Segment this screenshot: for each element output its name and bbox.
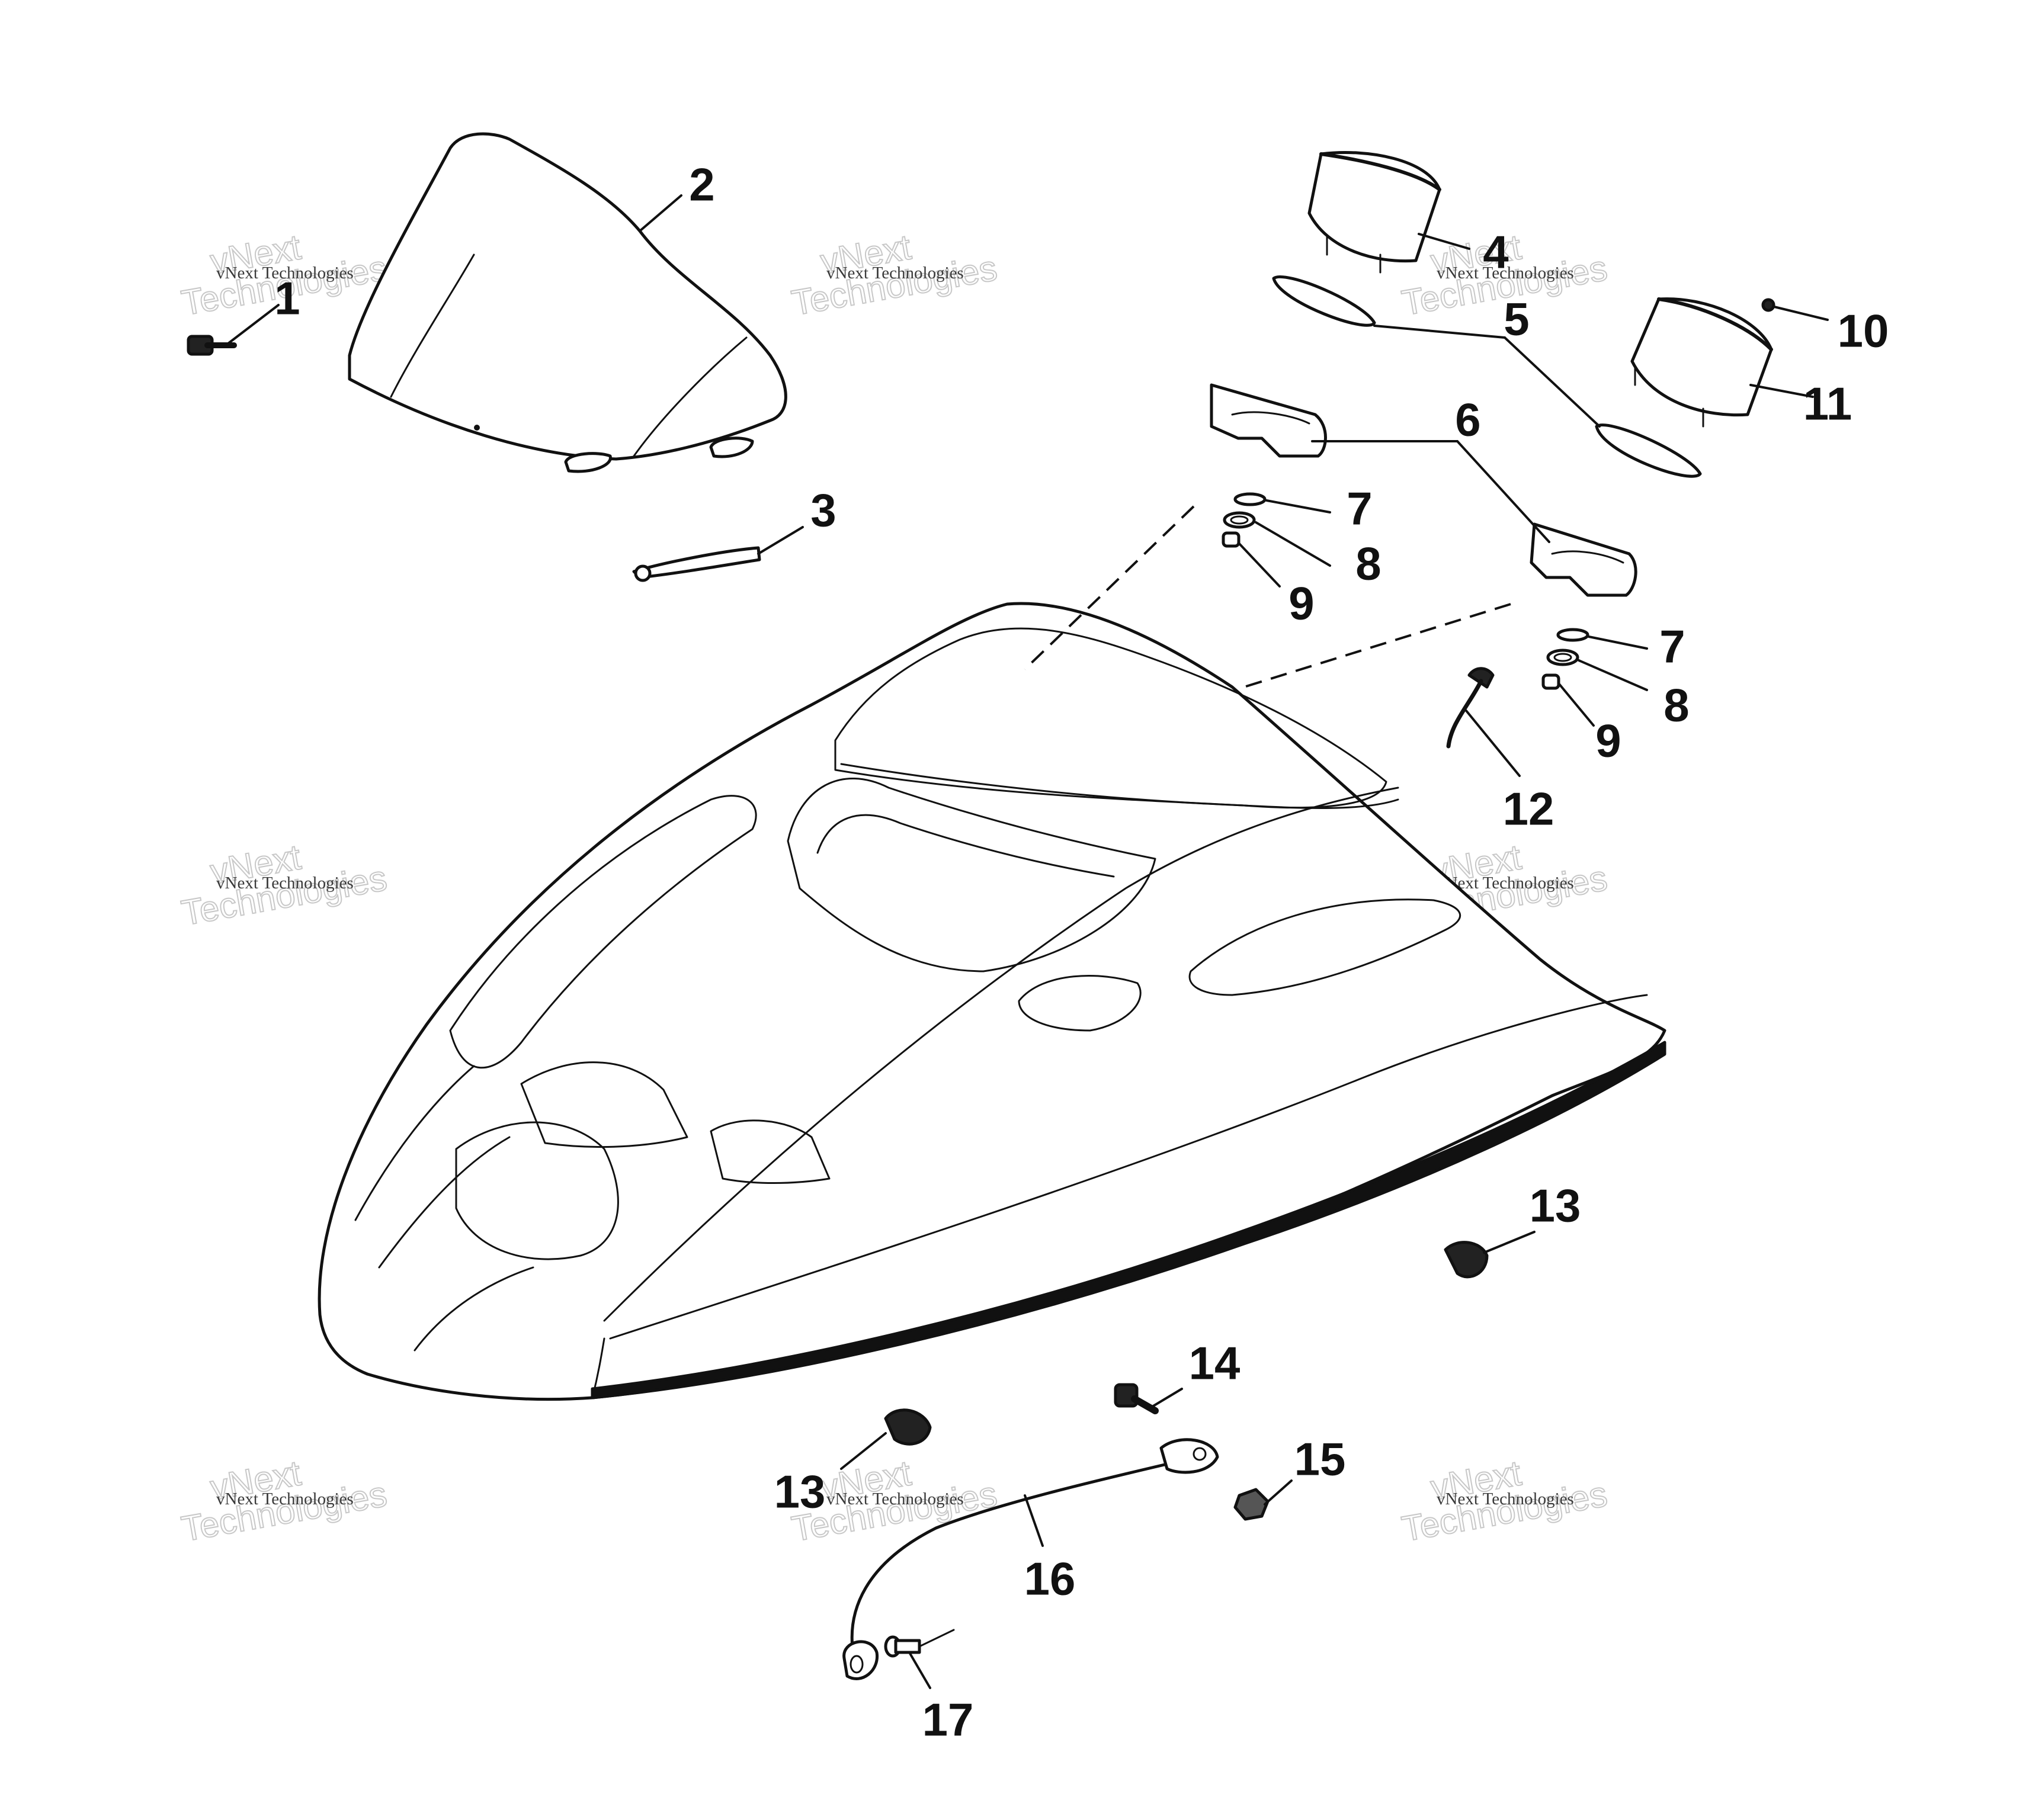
callout-6: 6 bbox=[1455, 394, 1480, 446]
part-14-bolt bbox=[1114, 1383, 1159, 1414]
part-5-ring-right bbox=[1595, 423, 1702, 478]
part-8-spring-right bbox=[1546, 649, 1579, 666]
part-8-spring-left bbox=[1223, 511, 1256, 529]
part-9-nut-left bbox=[1222, 531, 1241, 548]
callout-13: 13 bbox=[1530, 1180, 1581, 1232]
watermark-small: vNext Technologies bbox=[1437, 264, 1574, 283]
callout-8: 8 bbox=[1663, 679, 1689, 731]
part-6-mount-left bbox=[1210, 383, 1327, 458]
callout-17: 17 bbox=[922, 1694, 974, 1746]
callout-9: 9 bbox=[1595, 715, 1621, 767]
part-7-washer-left bbox=[1233, 492, 1267, 506]
callout-3: 3 bbox=[810, 484, 836, 537]
watermark-small: vNext Technologies bbox=[1437, 1490, 1574, 1508]
callout-4: 4 bbox=[1483, 226, 1508, 278]
part-13-clip-right bbox=[1444, 1241, 1489, 1279]
watermark: vNext Technologies vNext Technologies bbox=[178, 836, 390, 933]
callout-15: 15 bbox=[1294, 1433, 1346, 1485]
callout-7: 7 bbox=[1347, 483, 1372, 535]
assembly-lines bbox=[1024, 505, 1511, 688]
callout-13: 13 bbox=[774, 1466, 826, 1518]
part-6-mount-right bbox=[1530, 522, 1637, 597]
callout-7: 7 bbox=[1659, 621, 1685, 673]
callout-10: 10 bbox=[1838, 305, 1889, 357]
watermark: vNext Technologies vNext Technologies bbox=[788, 226, 1001, 323]
part-15-nut bbox=[1233, 1488, 1270, 1521]
callout-14: 14 bbox=[1189, 1337, 1241, 1389]
watermark-small: vNext Technologies bbox=[216, 1490, 354, 1508]
callout-5: 5 bbox=[1504, 293, 1529, 345]
part-13-clip-left bbox=[884, 1408, 932, 1446]
callout-12: 12 bbox=[1503, 783, 1554, 835]
callout-1: 1 bbox=[274, 272, 300, 325]
part-3-strap bbox=[632, 546, 761, 582]
part-9-nut-right bbox=[1541, 673, 1560, 690]
part-12-sensor bbox=[1446, 667, 1495, 749]
part-7-washer-right bbox=[1556, 628, 1589, 642]
part-11-gauge bbox=[1630, 297, 1773, 428]
watermark: vNext Technologies vNext Technologies bbox=[178, 1452, 390, 1549]
watermark-small: vNext Technologies bbox=[216, 874, 354, 893]
part-16-tether bbox=[842, 1438, 1219, 1680]
callout-9: 9 bbox=[1288, 577, 1314, 630]
part-5-ring-left bbox=[1272, 275, 1376, 327]
part-1-screw bbox=[187, 335, 237, 356]
watermark-small: vNext Technologies bbox=[826, 264, 964, 283]
part-2-windshield bbox=[348, 132, 787, 473]
part-17-rivet bbox=[884, 1629, 955, 1658]
callout-2: 2 bbox=[689, 159, 714, 211]
watermark: vNext Technologies vNext Technologies bbox=[1398, 1452, 1611, 1549]
callout-8: 8 bbox=[1355, 538, 1381, 590]
part-10-screw bbox=[1761, 298, 1775, 312]
leader-lines bbox=[227, 194, 1829, 1689]
part-4-gauge bbox=[1307, 151, 1441, 274]
callout-labels: 1 2 3 4 5 6 7 8 9 7 8 9 10 11 12 13 13 1… bbox=[274, 159, 1889, 1746]
callout-11: 11 bbox=[1803, 378, 1852, 430]
callout-16: 16 bbox=[1024, 1553, 1076, 1605]
watermark-small: vNext Technologies bbox=[826, 1490, 964, 1508]
hood-body bbox=[318, 602, 1666, 1401]
watermark-small: vNext Technologies bbox=[216, 264, 354, 283]
